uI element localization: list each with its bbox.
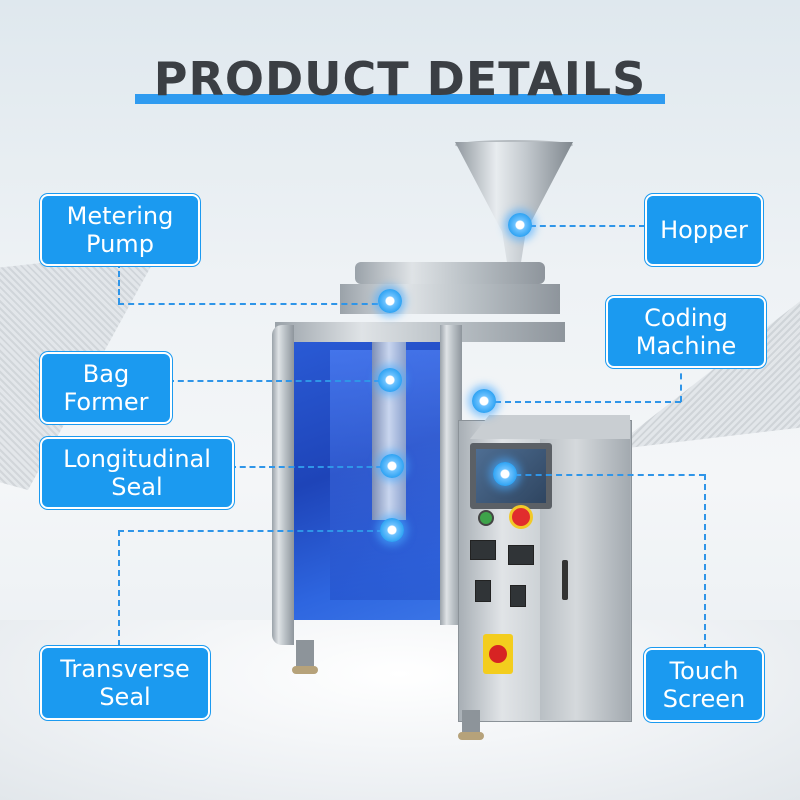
- touch-screen-label: Touch Screen: [644, 648, 764, 722]
- hopper-leader: [520, 225, 645, 227]
- coding-machine-label: Coding Machine: [606, 296, 766, 368]
- start-button[interactable]: [478, 510, 494, 526]
- emergency-stop-button[interactable]: [509, 505, 533, 529]
- frame-right: [440, 325, 462, 625]
- touch-screen-marker: [493, 462, 517, 486]
- door-handle[interactable]: [562, 560, 568, 600]
- frame-top: [275, 322, 565, 342]
- transverse-seal-leader: [118, 530, 120, 646]
- hopper-label: Hopper: [645, 194, 763, 266]
- longitudinal-seal-leader: [230, 466, 392, 468]
- frame-left: [272, 325, 294, 645]
- metering-pump-leader: [118, 262, 120, 304]
- touch-screen-leader: [505, 474, 705, 476]
- title-underline: [135, 94, 665, 104]
- metering-pump-cylinder: [355, 262, 545, 284]
- coding-machine-leader: [485, 401, 681, 403]
- front-foot: [458, 732, 484, 740]
- touch-screen-leader: [704, 474, 706, 650]
- pump-mount-bar: [340, 284, 560, 314]
- transverse-seal-label: Transverse Seal: [40, 646, 210, 720]
- left-foot: [292, 666, 318, 674]
- left-leg: [296, 640, 314, 670]
- control-cabinet-top: [470, 415, 630, 439]
- metering-pump-label: Metering Pump: [40, 194, 200, 266]
- metering-pump-leader: [118, 303, 388, 305]
- bag-former-tube: [372, 340, 406, 520]
- longitudinal-seal-label: Longitudinal Seal: [40, 437, 234, 509]
- bag-former-marker: [378, 368, 402, 392]
- transverse-seal-leader: [118, 530, 393, 532]
- hopper-cone: [455, 142, 573, 262]
- bag-former-leader: [168, 380, 390, 382]
- transverse-seal-marker: [380, 518, 404, 542]
- coding-machine-leader: [680, 362, 682, 402]
- bag-former-label: Bag Former: [40, 352, 172, 424]
- temperature-controller-2[interactable]: [508, 545, 534, 565]
- hopper-marker: [508, 213, 532, 237]
- longitudinal-seal-marker: [380, 454, 404, 478]
- metering-pump-marker: [378, 289, 402, 313]
- rocker-switch-1[interactable]: [475, 580, 491, 602]
- control-cabinet-side: [540, 420, 630, 720]
- temperature-controller-1[interactable]: [470, 540, 496, 560]
- rocker-switch-2[interactable]: [510, 585, 526, 607]
- page-title: PRODUCT DETAILS: [153, 52, 647, 106]
- coding-machine-marker: [472, 389, 496, 413]
- main-power-switch[interactable]: [489, 645, 507, 663]
